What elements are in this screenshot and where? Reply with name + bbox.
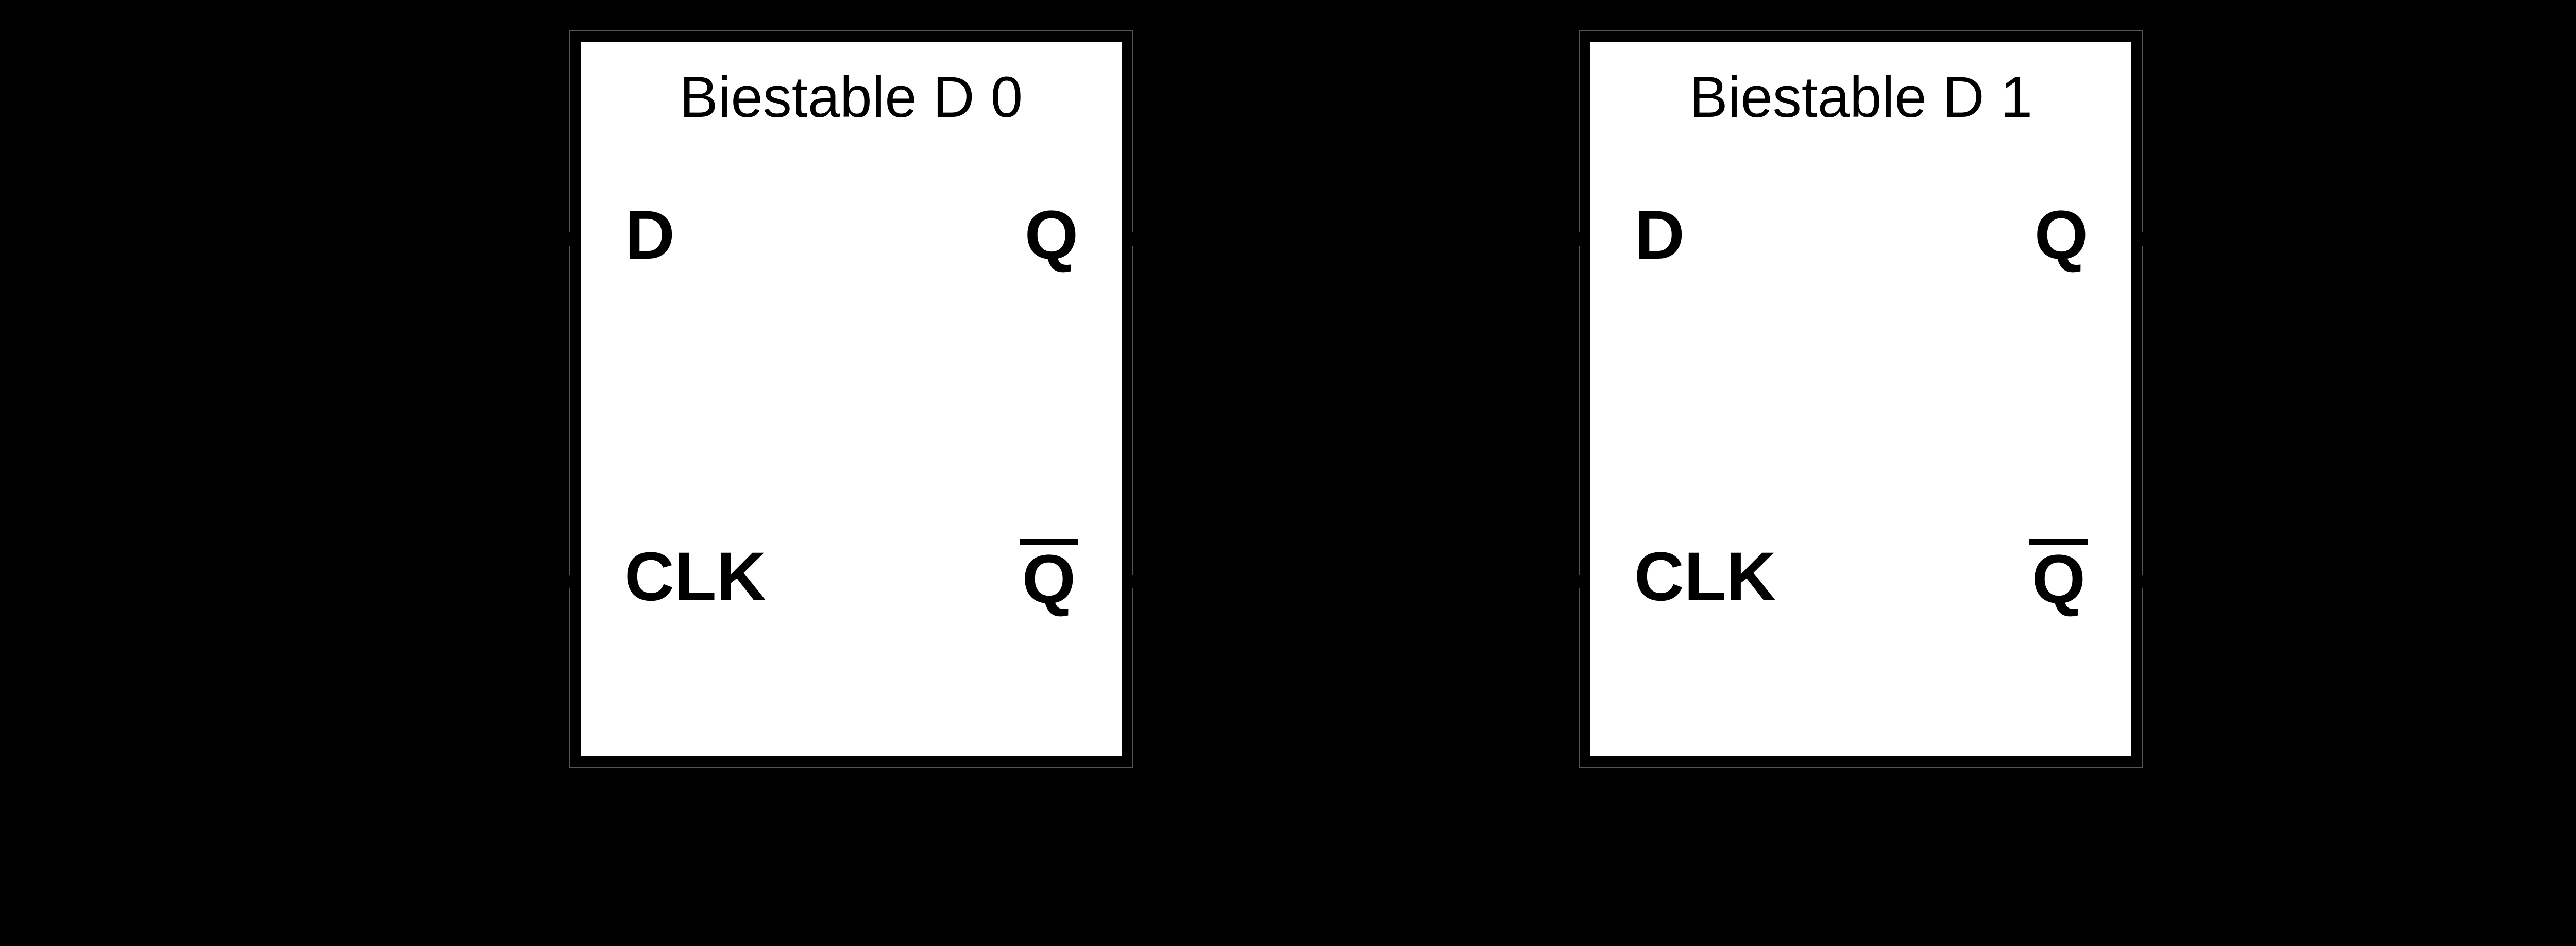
pin-clk-label: CLK <box>624 538 767 615</box>
flipflop-module-0[interactable]: Biestable D 0 D Q CLK Q <box>569 30 1133 768</box>
pin-clk-label: CLK <box>1634 538 1776 615</box>
flipflop-module-1[interactable]: Biestable D 1 D Q CLK Q <box>1579 30 2143 768</box>
wire-notch-d <box>1579 232 1580 246</box>
wire-notch-q <box>2142 232 2143 246</box>
wire-notch-q <box>1132 232 1133 246</box>
wire-notch-clk <box>569 575 570 588</box>
pin-q-label: Q <box>1024 197 1078 274</box>
flipflop-title: Biestable D 1 <box>1689 65 2033 129</box>
flipflop-body: Biestable D 1 D Q CLK Q <box>1590 42 2131 756</box>
wire-notch-d <box>569 232 570 246</box>
pin-d-label: D <box>625 197 675 274</box>
pin-q-label: Q <box>2034 197 2088 274</box>
flipflop-title: Biestable D 0 <box>679 65 1023 129</box>
pin-q-not-text: Q <box>2031 541 2086 618</box>
wire-notch-qnot <box>2142 575 2143 588</box>
pin-q-not-label: Q <box>1019 539 1078 618</box>
flipflop-body: Biestable D 0 D Q CLK Q <box>581 42 1122 756</box>
pin-d-label: D <box>1635 197 1685 274</box>
pin-q-not-text: Q <box>1022 541 1076 618</box>
pin-q-not-label: Q <box>2029 539 2088 614</box>
wire-notch-clk <box>1579 575 1580 588</box>
wire-notch-qnot <box>1132 575 1133 588</box>
